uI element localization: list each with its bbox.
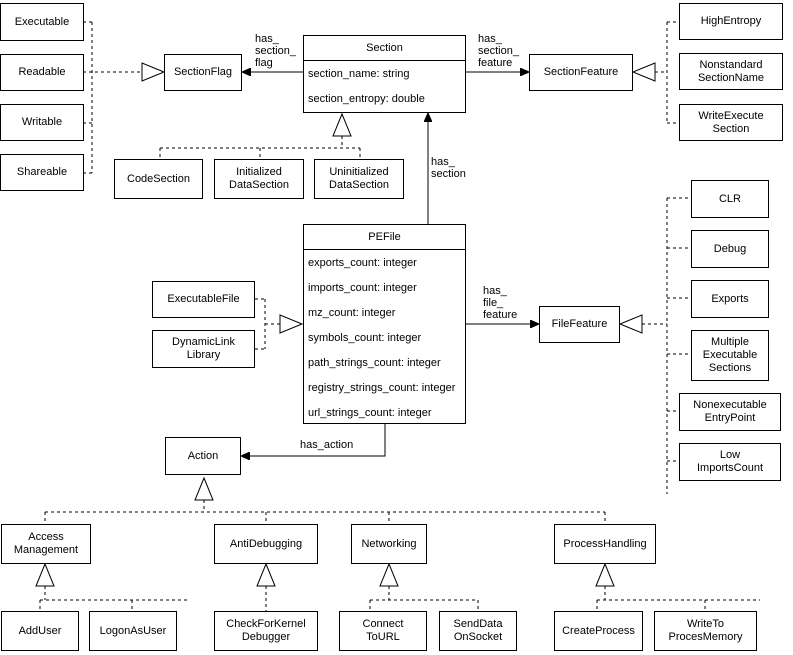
action-triangle (194, 476, 214, 501)
pefile-class: PEFile exports_count: integer imports_co… (303, 224, 466, 424)
multiple-executable-sections-box: Multiple Executable Sections (691, 330, 769, 381)
networking-box: Networking (351, 524, 427, 564)
sectionfeature-triangle (631, 62, 656, 82)
executable-box: Executable (0, 3, 84, 41)
networking-triangle (379, 562, 399, 587)
pefile-attr: symbols_count: integer (308, 331, 422, 344)
section-class-name: Section (304, 36, 465, 61)
pefile-attr: imports_count: integer (308, 281, 417, 294)
nonstandard-sectionname-box: Nonstandard SectionName (679, 53, 783, 90)
low-importscount-box: Low ImportsCount (679, 443, 781, 481)
has-section-label: has_ section (430, 156, 467, 180)
logonasuser-box: LogonAsUser (89, 611, 177, 651)
pefile-attr: registry_strings_count: integer (308, 381, 456, 394)
networking-generalization (369, 586, 479, 611)
action-box: Action (165, 437, 241, 475)
section-attr: section_name: string (308, 67, 410, 80)
sectionflag-box: SectionFlag (164, 54, 242, 91)
uninitialized-datasection-box: Uninitialized DataSection (314, 159, 404, 199)
pefile-attr: exports_count: integer (308, 256, 417, 269)
process-handling-generalization (596, 586, 760, 611)
pefile-class-name: PEFile (304, 225, 465, 250)
pefile-attr: url_strings_count: integer (308, 406, 432, 419)
has-section-flag-label: has_ section_ flag (254, 33, 297, 69)
pefile-subtype-generalization (255, 298, 280, 350)
sectionflag-generalization (83, 21, 142, 174)
pefile-attr: mz_count: integer (308, 306, 396, 319)
adduser-box: AddUser (1, 611, 79, 651)
dynamiclink-library-box: DynamicLink Library (152, 330, 255, 368)
shareable-box: Shareable (0, 154, 84, 191)
connect-tourl-box: Connect ToURL (339, 611, 427, 651)
sectionfeature-box: SectionFeature (529, 54, 633, 91)
filefeature-triangle (618, 314, 643, 334)
processhandling-box: ProcessHandling (554, 524, 656, 564)
access-management-generalization (39, 586, 190, 611)
checkforkernel-debugger-box: CheckForKernel Debugger (214, 611, 318, 651)
filefeature-box: FileFeature (539, 306, 620, 343)
exports-box: Exports (691, 280, 769, 318)
has-section-feature-label: has_ section_ feature (477, 33, 520, 69)
senddata-onsocket-box: SendData OnSocket (439, 611, 517, 651)
action-generalization (44, 500, 606, 524)
sectionfeature-generalization (655, 21, 679, 124)
executablefile-box: ExecutableFile (152, 281, 255, 318)
pefile-subtype-triangle (279, 314, 304, 334)
nonexecutable-entrypoint-box: Nonexecutable EntryPoint (679, 393, 781, 431)
clr-box: CLR (691, 180, 769, 218)
access-management-box: Access Management (1, 524, 91, 564)
anti-debugging-triangle (256, 562, 276, 587)
has-file-feature-label: has_ file_ feature (482, 285, 519, 321)
section-attr: section_entropy: double (308, 92, 425, 105)
readable-box: Readable (0, 54, 84, 91)
writeto-procesmemory-box: WriteTo ProcesMemory (654, 611, 757, 651)
sectionflag-triangle (141, 62, 166, 82)
process-handling-triangle (595, 562, 615, 587)
has-action-label: has_action (299, 439, 355, 451)
access-management-triangle (35, 562, 55, 587)
section-subtype-triangle (332, 112, 352, 137)
filefeature-generalization (642, 197, 691, 494)
writable-box: Writable (0, 104, 84, 141)
initialized-datasection-box: Initialized DataSection (214, 159, 304, 199)
has-action-edge (241, 423, 386, 456)
debug-box: Debug (691, 230, 769, 268)
section-subtype-generalization (159, 136, 361, 159)
writeexecute-section-box: WriteExecute Section (679, 104, 783, 141)
highentropy-box: HighEntropy (679, 3, 783, 40)
pefile-attr: path_strings_count: integer (308, 356, 441, 369)
createprocess-box: CreateProcess (554, 611, 643, 651)
codesection-box: CodeSection (114, 159, 203, 199)
antidebugging-box: AntiDebugging (214, 524, 318, 564)
section-class: Section section_name: string section_ent… (303, 35, 466, 113)
